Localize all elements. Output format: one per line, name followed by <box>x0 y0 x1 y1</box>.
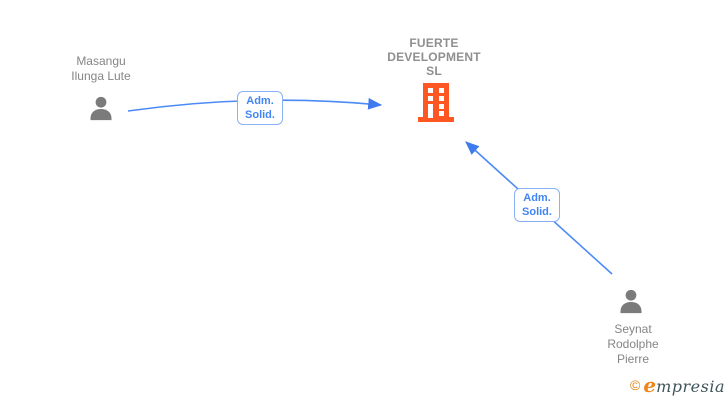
brand-initial: e <box>643 373 657 397</box>
edge2-label-line1: Adm. <box>523 192 551 204</box>
company-name-line1: FUERTE <box>409 36 459 50</box>
copyright-icon: © <box>630 377 641 393</box>
person2-name-line3: Pierre <box>616 352 649 366</box>
company-name-line3: SL <box>426 64 442 78</box>
building-icon <box>418 83 454 122</box>
edge2-label-line2: Solid. <box>522 206 552 218</box>
node-label-person1[interactable]: Masangu Ilunga Lute <box>36 54 166 84</box>
person-icon <box>620 289 642 314</box>
node-label-person2[interactable]: Seynat Rodolphe Pierre <box>573 322 693 367</box>
edge1-label-line1: Adm. <box>246 95 274 107</box>
company-name-line2: DEVELOPMENT <box>387 50 481 64</box>
person2-name-line1: Seynat <box>614 322 652 336</box>
person2-name-line2: Rodolphe <box>607 337 659 351</box>
node-company[interactable] <box>415 82 457 128</box>
node-person1[interactable] <box>87 94 115 128</box>
edge1-label-line2: Solid. <box>245 109 275 121</box>
brand-name: mpresia <box>656 377 725 396</box>
person1-name-line1: Masangu <box>76 54 126 68</box>
empresia-watermark: ©empresia <box>630 373 725 397</box>
person-icon <box>90 96 112 121</box>
person1-name-line2: Ilunga Lute <box>71 69 131 83</box>
edge-label-adm-solid-2[interactable]: Adm. Solid. <box>514 188 560 222</box>
node-label-company[interactable]: FUERTE DEVELOPMENT SL <box>364 36 504 78</box>
node-person2[interactable] <box>617 287 645 321</box>
edge-label-adm-solid-1[interactable]: Adm. Solid. <box>237 91 283 125</box>
